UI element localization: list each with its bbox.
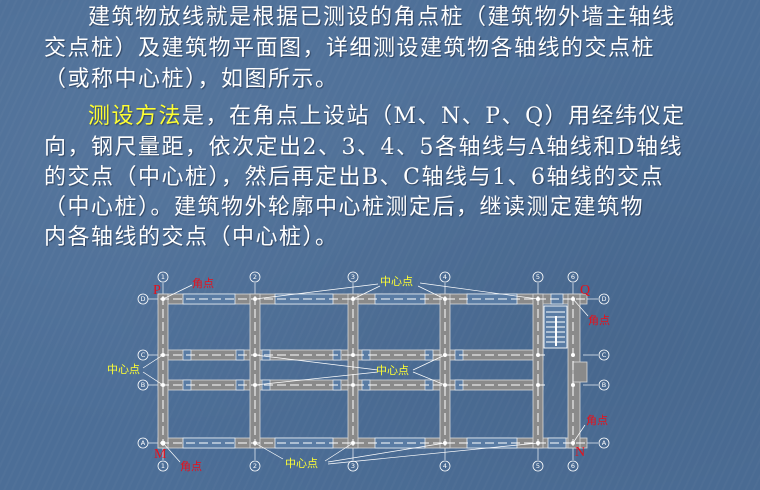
axis-label-B-left: B	[141, 381, 145, 389]
paragraph1-line2: 交点桩）及建筑物平面图，详细测设建筑物各轴线的交点桩	[44, 36, 656, 61]
paragraph2-line2: 向，钢尺量距，依次定出2、3、4、5各轴线与A轴线和D轴线	[44, 135, 684, 160]
intersection-points	[160, 297, 575, 446]
axis-label-1-top: 1	[161, 273, 165, 281]
centerlines	[160, 296, 585, 446]
axis-label-4-top: 4	[443, 273, 447, 281]
axis-label-6-top: 6	[571, 273, 575, 281]
axis-bubble-labels: 1 2 3 4 5 6 1 2 3 4 5 6 D C B A D C B A	[140, 273, 606, 470]
center-label-top: 中心点	[380, 275, 413, 288]
window-openings	[182, 293, 567, 449]
corner-label-bottom-right: 角点	[586, 414, 608, 427]
corner-point-P: P	[153, 283, 161, 298]
axis-label-6-bottom: 6	[571, 462, 575, 470]
axis-label-1-bottom: 1	[161, 462, 165, 470]
paragraph2-line3: 的交点（中心桩），然后再定出B、C轴线与1、6轴线的交点	[44, 165, 664, 190]
axis-bubbles	[137, 271, 610, 472]
center-label-left: 中心点	[107, 363, 140, 376]
method-highlight: 测设方法	[88, 104, 183, 129]
center-label-middle: 中心点	[376, 364, 409, 377]
axis-label-2-top: 2	[253, 273, 257, 281]
axis-label-3-bottom: 3	[351, 462, 355, 470]
corner-point-M: M	[154, 447, 167, 462]
axis-label-D-right: D	[601, 295, 606, 303]
axis-label-2-bottom: 2	[253, 462, 257, 470]
axis-label-C-right: C	[602, 351, 607, 359]
paragraph2-line1: 测设方法是，在角点上设站（M、N、P、Q）用经纬仪定	[88, 102, 686, 133]
axis-label-B-right: B	[602, 381, 606, 389]
axis-label-4-bottom: 4	[443, 462, 447, 470]
center-label-bottom: 中心点	[285, 457, 318, 470]
axis-label-5-top: 5	[536, 273, 540, 281]
paragraph1-line3: （或称中心桩），如图所示。	[44, 67, 339, 92]
axis-label-5-bottom: 5	[536, 462, 540, 470]
corner-label-top-left: 角点	[192, 277, 214, 290]
axis-label-D-left: D	[140, 295, 145, 303]
corner-label-bottom-left: 角点	[180, 460, 202, 473]
paragraph2-line5: 内各轴线的交点（中心桩）。	[44, 225, 339, 250]
paragraph2-line1-rest: 是，在角点上设站（M、N、P、Q）用经纬仪定	[182, 104, 686, 129]
axis-label-C-left: C	[141, 351, 146, 359]
annotation-leaders	[142, 282, 589, 465]
corner-label-top-right: 角点	[588, 314, 610, 327]
staircase	[543, 305, 568, 349]
axis-lines	[148, 283, 598, 460]
walls	[157, 293, 588, 449]
paragraph2-line4: （中心桩）。建筑物外轮廓中心桩测定后，继读测定建筑物	[44, 195, 645, 220]
axis-label-A-right: A	[602, 439, 607, 447]
axis-label-3-top: 3	[351, 273, 355, 281]
paragraph1-line1: 建筑物放线就是根据已测设的角点桩（建筑物外墙主轴线	[88, 5, 676, 30]
axis-label-A-left: A	[141, 439, 146, 447]
corner-point-Q: Q	[580, 283, 590, 298]
corner-point-N: N	[575, 445, 585, 460]
